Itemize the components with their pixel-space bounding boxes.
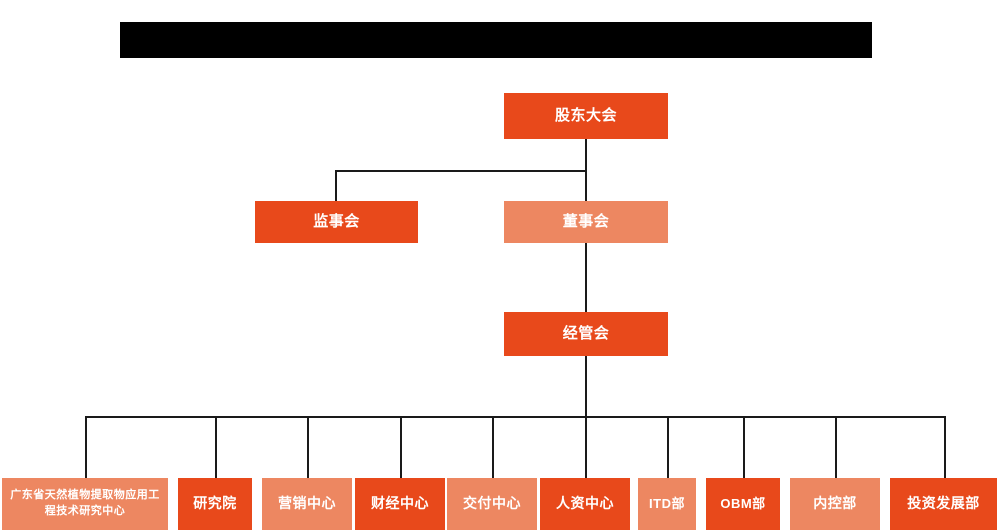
- connector-management-stem: [585, 356, 587, 418]
- connector-to-research-institute: [215, 416, 217, 478]
- connector-directors-to-management: [585, 242, 587, 312]
- node-board-of-directors[interactable]: 董事会: [504, 201, 668, 243]
- node-delivery-center[interactable]: 交付中心: [447, 478, 537, 530]
- connector-to-finance-center: [400, 416, 402, 478]
- connector-to-board-of-directors: [585, 170, 587, 201]
- node-itd-department[interactable]: ITD部: [638, 478, 696, 530]
- node-internal-control-department[interactable]: 内控部: [790, 478, 880, 530]
- node-finance-center[interactable]: 财经中心: [355, 478, 445, 530]
- connector-to-investment-development-department: [944, 416, 946, 478]
- node-investment-development-department[interactable]: 投资发展部: [890, 478, 997, 530]
- connector-to-internal-control-department: [835, 416, 837, 478]
- node-marketing-center[interactable]: 营销中心: [262, 478, 352, 530]
- connector-to-marketing-center: [307, 416, 309, 478]
- node-board-of-supervisors[interactable]: 监事会: [255, 201, 418, 243]
- connector-l2-bus: [335, 170, 587, 172]
- connector-to-board-of-supervisors: [335, 170, 337, 201]
- connector-to-hr-center: [585, 416, 587, 478]
- node-hr-center[interactable]: 人资中心: [540, 478, 630, 530]
- connector-bottom-bus: [85, 416, 946, 418]
- node-gd-plant-extract-center[interactable]: 广东省天然植物提取物应用工程技术研究中心: [2, 478, 168, 530]
- connector-to-obm-department: [743, 416, 745, 478]
- node-research-institute[interactable]: 研究院: [178, 478, 252, 530]
- connector-to-itd-department: [667, 416, 669, 478]
- connector-to-gd-plant-extract-center: [85, 416, 87, 478]
- connector-to-delivery-center: [492, 416, 494, 478]
- node-shareholders-meeting[interactable]: 股东大会: [504, 93, 668, 139]
- node-management-committee[interactable]: 经管会: [504, 312, 668, 356]
- node-obm-department[interactable]: OBM部: [706, 478, 780, 530]
- connector-l1-stem: [585, 139, 587, 172]
- redacted-title-bar: [120, 22, 872, 58]
